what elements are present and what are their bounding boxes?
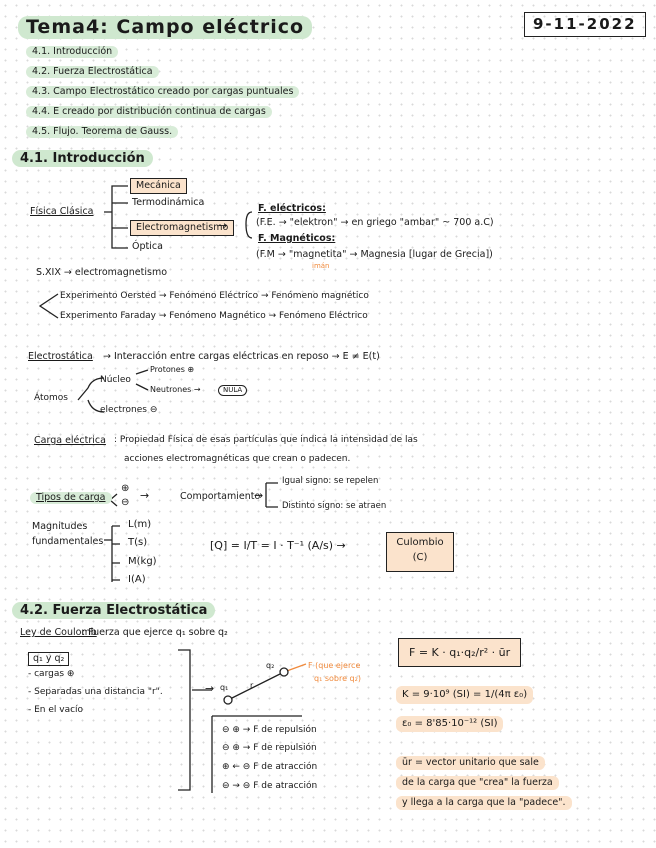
toc-item: 4.1. Introducción <box>26 46 119 58</box>
q1-label: q₁ <box>220 683 229 692</box>
f-electricos-label: F. eléctricos: <box>258 203 326 214</box>
plus-charge-icon: ⊕ <box>121 483 130 494</box>
carga-definition-2: acciones electromagnéticas que crean o p… <box>124 454 351 464</box>
neutrones-label: Neutrones → <box>150 385 201 394</box>
epsilon-constant: ε₀ = 8'85·10⁻¹² (SI) <box>396 716 504 732</box>
coulomb-box: Culombio (C) <box>386 532 454 572</box>
toc-item: 4.2. Fuerza Electrostática <box>26 66 159 78</box>
section-heading: 4.2. Fuerza Electrostática <box>12 602 216 619</box>
tipos-carga-label: Tipos de carga <box>30 492 112 504</box>
carga-definition-1: : Propiedad Física de esas partículas qu… <box>114 435 418 445</box>
distinto-signo: Distinto signo: se atraen <box>282 501 387 511</box>
force-case: ⊕ ← ⊖ F de atracción <box>222 762 318 772</box>
condition-item: - Separadas una distancia "r". <box>28 687 163 697</box>
unit-vector-note: de la carga que "crea" la fuerza <box>396 776 559 790</box>
force-case: ⊖ ⊕ → F de repulsión <box>222 743 317 753</box>
comportamiento-label: Comportamiento <box>180 491 261 502</box>
charge-unit-formula: [Q] = I/T = I · T⁻¹ (A/s) → <box>210 539 346 552</box>
ley-coulomb-label: Ley de Coulomb <box>20 627 97 638</box>
force-note: F (que ejerce <box>308 661 361 670</box>
toc-item: 4.3. Campo Electrostático creado por car… <box>26 86 300 98</box>
minus-charge-icon: ⊖ <box>121 497 130 508</box>
magnitude-item: M(kg) <box>128 556 157 567</box>
fe-line: (F.E. → "elektron" → en griego "ambar" ~… <box>256 217 494 228</box>
experimento-oersted: Experimento Oersted → Fenómeno Eléctrico… <box>60 291 369 301</box>
unit-vector-note: y llega a la carga que la "padece". <box>396 796 572 810</box>
magnitudes-label: Magnitudes <box>32 521 88 532</box>
nula-badge: NULA <box>218 385 248 396</box>
fm-line: (F.M → "magnetita" → Magnesia [lugar de … <box>256 249 493 260</box>
coulomb-law-formula: F = K · q₁·q₂/r² · ūr <box>398 638 522 667</box>
electrostatica-definition: → Interacción entre cargas eléctricas en… <box>103 351 380 362</box>
coulomb-symbol: (C) <box>412 552 428 563</box>
protones-label: Protones ⊕ <box>150 365 195 374</box>
section-heading: 4.1. Introducción <box>12 150 153 167</box>
branch-mecanica: Mecánica <box>130 178 187 194</box>
unit-vector-note: ūr = vector unitario que sale <box>396 756 545 770</box>
date-box: 9-11-2022 <box>524 12 646 37</box>
arrow-icon: → <box>218 219 228 232</box>
magnitude-item: I(A) <box>128 574 146 585</box>
arrow-icon: → <box>140 489 150 502</box>
force-note: q₁ sobre q₂) <box>314 674 361 683</box>
branch-termodinamica: Termodinámica <box>132 197 205 208</box>
k-constant: K = 9·10⁹ (SI) = 1/(4π ε₀) <box>396 686 534 704</box>
sxix-line: S.XIX → electromagnetismo <box>36 267 168 278</box>
carga-electrica-label: Carga eléctrica <box>34 435 106 446</box>
force-case: ⊖ ⊕ → F de repulsión <box>222 725 317 735</box>
ley-coulomb-definition: : Fuerza que ejerce q₁ sobre q₂ <box>82 627 228 638</box>
electrostatica-label: Electrostática <box>28 351 93 362</box>
q2-label: q₂ <box>266 661 275 670</box>
nucleo-label: Núcleo <box>100 375 131 385</box>
branch-electromagnetismo: Electromagnetismo <box>130 220 235 236</box>
iman-note: imán <box>312 262 330 270</box>
page-title: Tema4: Campo eléctrico <box>18 16 313 39</box>
arrow-icon: → <box>205 682 215 695</box>
arrow-icon: → <box>254 489 264 502</box>
magnitude-item: L(m) <box>128 519 152 530</box>
igual-signo: Igual signo: se repelen <box>282 476 379 486</box>
force-case: ⊖ → ⊖ F de atracción <box>222 781 318 791</box>
electrones-label: electrones ⊖ <box>100 405 158 415</box>
toc-item: 4.5. Flujo. Teorema de Gauss. <box>26 126 179 138</box>
magnitudes-label: fundamentales <box>32 536 104 547</box>
magnitude-item: T(s) <box>128 537 148 548</box>
f-magneticos-label: F. Magnéticos: <box>258 233 336 244</box>
r-label: r <box>250 681 254 690</box>
coulomb-name: Culombio <box>396 537 444 548</box>
fisica-clasica-label: Física Clásica <box>30 206 94 217</box>
conditions-head: q₁ y q₂ <box>28 652 70 666</box>
experimento-faraday: Experimento Faraday → Fenómeno Magnético… <box>60 311 368 321</box>
toc-item: 4.4. E creado por distribución continua … <box>26 106 272 118</box>
atomos-label: Átomos <box>34 393 68 403</box>
branch-optica: Óptica <box>132 241 163 252</box>
condition-item: - En el vacío <box>28 705 84 715</box>
condition-item: - cargas ⊕ <box>28 669 75 679</box>
